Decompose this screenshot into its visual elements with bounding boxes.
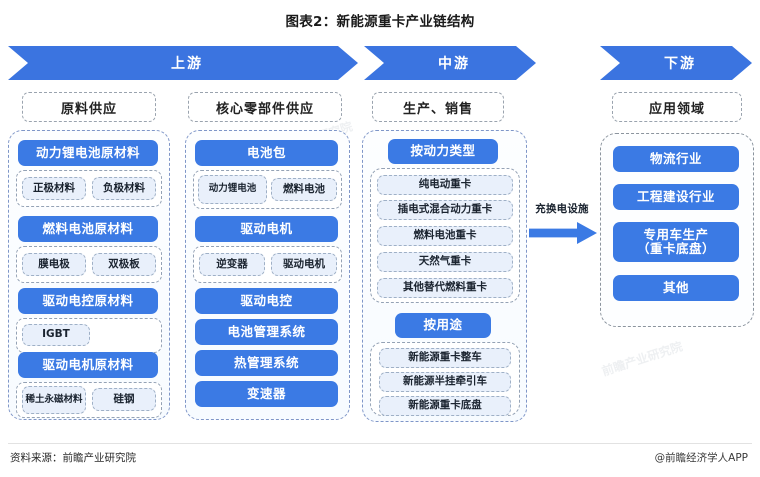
stage-banner-upstream: 上游: [8, 46, 358, 80]
footer-divider: [8, 443, 752, 444]
brand-text: @前瞻经济学人APP: [654, 452, 748, 464]
chip-fuel-cell-truck[interactable]: 燃料电池重卡: [377, 226, 513, 246]
chip-cathode-material[interactable]: 正极材料: [22, 177, 86, 200]
stage-banner-downstream: 下游: [600, 46, 752, 80]
connector-arrow-icon: [529, 222, 597, 244]
source-text: 资料来源：前瞻产业研究院: [10, 452, 136, 464]
group-title-power-lithium-raw[interactable]: 动力锂电池原材料: [18, 140, 158, 166]
chip-power-lithium-battery[interactable]: 动力锂电池: [198, 175, 267, 204]
chip-new-energy-semi-trailer-tractor[interactable]: 新能源半挂牵引车: [379, 372, 511, 392]
chip-new-energy-truck-chassis[interactable]: 新能源重卡底盘: [379, 396, 511, 416]
chip-membrane-electrode[interactable]: 膜电极: [22, 253, 86, 276]
item-drive-control[interactable]: 驱动电控: [195, 288, 338, 314]
group-title-drive-control-raw[interactable]: 驱动电控原材料: [18, 288, 158, 314]
subheader-core-component-supply: 核心零部件供应: [188, 92, 342, 122]
watermark: 前瞻产业研究院: [600, 339, 685, 379]
chip-natural-gas-truck[interactable]: 天然气重卡: [377, 252, 513, 272]
item-special-vehicle-production[interactable]: 专用车生产 （重卡底盘）: [613, 222, 739, 262]
chip-phev-truck[interactable]: 插电式混合动力重卡: [377, 200, 513, 220]
chip-anode-material[interactable]: 负极材料: [92, 177, 156, 200]
group-title-fuel-cell-raw[interactable]: 燃料电池原材料: [18, 216, 158, 242]
group-title-drive-motor-raw[interactable]: 驱动电机原材料: [18, 352, 158, 378]
chip-silicon-steel[interactable]: 硅钢: [92, 388, 156, 411]
chip-battery-electric-truck[interactable]: 纯电动重卡: [377, 175, 513, 195]
item-other[interactable]: 其他: [613, 275, 739, 301]
subheader-raw-material-supply: 原料供应: [22, 92, 156, 122]
stage-banner-downstream-label: 下游: [664, 56, 696, 72]
item-battery-management-system[interactable]: 电池管理系统: [195, 319, 338, 345]
chip-rare-earth-magnet-material[interactable]: 稀土永磁材料: [22, 386, 86, 414]
chip-other-alt-fuel-truck[interactable]: 其他替代燃料重卡: [377, 278, 513, 298]
chip-inverter[interactable]: 逆变器: [199, 253, 265, 276]
group-title-by-usage[interactable]: 按用途: [395, 313, 491, 338]
subheader-production-sales: 生产、销售: [372, 92, 504, 122]
stage-banner-midstream: 中游: [364, 46, 536, 80]
chart-title: 图表2：新能源重卡产业链结构: [285, 14, 475, 30]
chip-fuel-cell[interactable]: 燃料电池: [271, 178, 337, 201]
chip-drive-motor[interactable]: 驱动电机: [271, 253, 337, 276]
subheader-application-field: 应用领域: [612, 92, 742, 122]
stage-banner-upstream-label: 上游: [171, 56, 203, 72]
group-title-by-powertrain-type[interactable]: 按动力类型: [388, 139, 498, 164]
item-thermal-management-system[interactable]: 热管理系统: [195, 350, 338, 376]
group-title-battery-pack[interactable]: 电池包: [195, 140, 338, 166]
chip-bipolar-plate[interactable]: 双极板: [92, 253, 156, 276]
chip-igbt[interactable]: IGBT: [22, 324, 90, 346]
group-title-drive-motor[interactable]: 驱动电机: [195, 216, 338, 242]
stage-banner-midstream-label: 中游: [438, 56, 470, 72]
item-engineering-construction-industry[interactable]: 工程建设行业: [613, 184, 739, 210]
chip-new-energy-truck-complete-vehicle[interactable]: 新能源重卡整车: [379, 348, 511, 368]
item-logistics-industry[interactable]: 物流行业: [613, 146, 739, 172]
connector-label-charging-swap-facility: 充换电设施: [535, 203, 589, 215]
item-transmission[interactable]: 变速器: [195, 381, 338, 407]
